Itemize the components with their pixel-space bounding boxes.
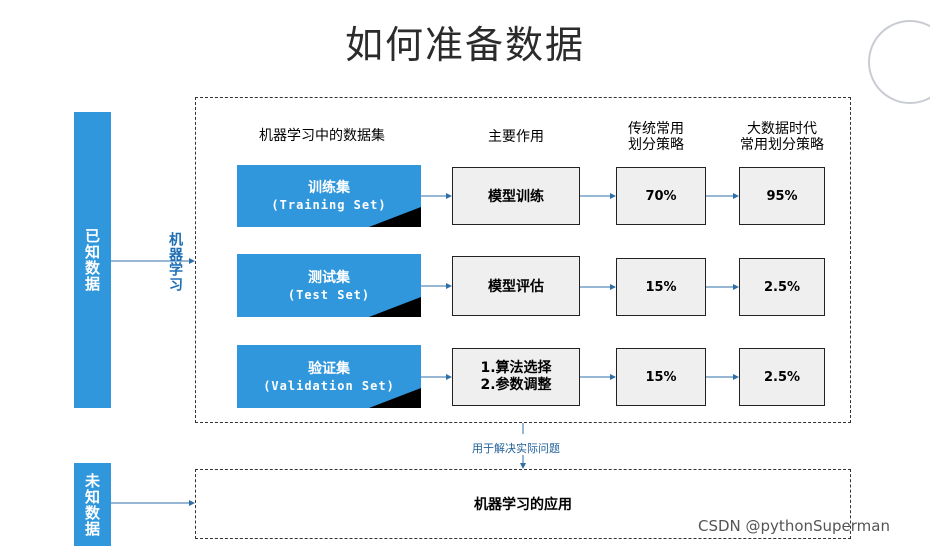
arrow-note: 用于解决实际问题 [472,442,560,455]
set-english-name: (Validation Set) [263,378,395,393]
role-box: 模型训练 [452,167,580,225]
dataset-frame [195,97,851,423]
role-box: 1.算法选择 2.参数调整 [452,348,580,406]
header-dataset: 机器学习中的数据集 [259,128,385,144]
set-english-name: (Training Set) [271,198,387,212]
test-set-box: 测试集 (Test Set) [237,254,421,317]
role-line1: 模型训练 [488,189,544,205]
role-box: 模型评估 [452,256,580,316]
application-label: 机器学习的应用 [474,497,572,513]
machine-learning-label: 机器学习 [167,232,183,292]
corner-triangle [369,207,421,227]
unknown-data-bar: 未知数据 [74,463,111,546]
validation-set-box: 验证集 (Validation Set) [237,345,421,408]
corner-triangle [369,388,421,408]
application-frame [195,469,851,539]
header-role: 主要作用 [488,129,544,145]
bigdata-ratio-box: 2.5% [739,348,825,406]
header-bigdata-line2: 常用划分策略 [740,137,824,153]
header-traditional-line2: 划分策略 [628,137,684,153]
page-title: 如何准备数据 [344,23,585,67]
set-name: 验证集 [308,360,350,377]
bigdata-ratio-box: 95% [739,167,825,225]
set-name: 训练集 [308,180,350,196]
known-data-bar: 已知数据 [74,112,111,408]
set-english-name: (Test Set) [287,287,371,302]
bigdata-ratio-box: 2.5% [739,258,825,316]
role-line1: 1.算法选择 [480,360,552,376]
csdn-watermark: CSDN @pythonSuperman [698,517,890,535]
traditional-ratio-box: 15% [616,348,706,406]
header-traditional-line1: 传统常用 [628,121,684,137]
training-set-box: 训练集 (Training Set) [237,165,421,227]
corner-triangle [369,297,421,317]
set-name: 测试集 [308,269,350,286]
role-line1: 模型评估 [488,279,544,295]
traditional-ratio-box: 15% [616,258,706,316]
traditional-ratio-box: 70% [616,167,706,225]
header-bigdata: 大数据时代 常用划分策略 [722,121,842,153]
role-line2: 2.参数调整 [480,377,552,393]
header-traditional: 传统常用 划分策略 [606,121,706,153]
header-bigdata-line1: 大数据时代 [747,121,817,137]
